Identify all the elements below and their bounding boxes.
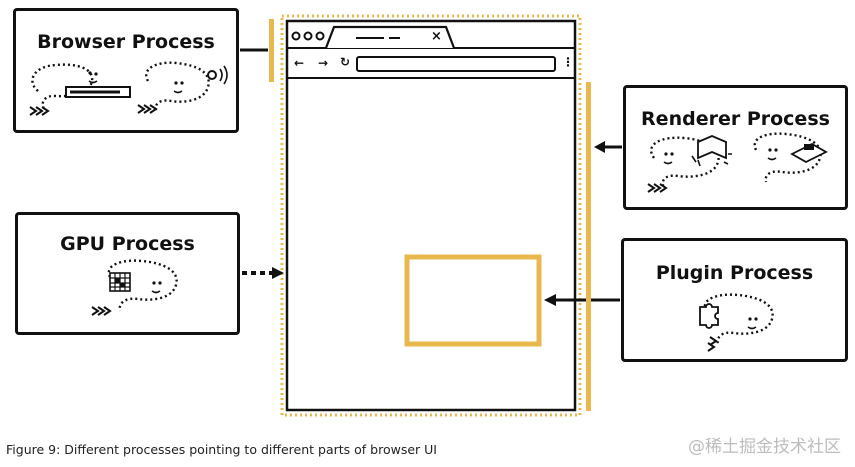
window-dot-1[interactable] [291, 31, 301, 41]
gpu-process-title: GPU Process [60, 233, 195, 255]
browser-ui-highlight-bar [269, 19, 274, 82]
window-dot-2[interactable] [303, 31, 313, 41]
plugin-process-box: Plugin Process [621, 238, 848, 362]
watermark: @稀土掘金技术社区 [688, 437, 841, 457]
arrow-renderer-head [594, 141, 605, 153]
browser-process-character-icon [29, 61, 228, 116]
renderer-process-title: Renderer Process [641, 108, 830, 130]
menu-kebab-icon[interactable]: ⋮ [562, 55, 574, 69]
browser-process-box: Browser Process [13, 8, 239, 133]
plugin-process-title: Plugin Process [655, 262, 814, 284]
browser-window-dotted-outline [280, 14, 582, 417]
address-bar[interactable] [356, 56, 556, 72]
gpu-process-box: GPU Process [15, 212, 240, 335]
back-arrow-icon[interactable]: ← [294, 56, 305, 70]
renderer-content-highlight-bar [586, 82, 591, 411]
forward-arrow-icon[interactable]: → [318, 56, 329, 70]
reload-icon[interactable]: ↻ [340, 55, 351, 69]
arrow-gpu-head [272, 267, 284, 279]
arrow-plugin-head [544, 294, 556, 306]
tab-close-icon[interactable]: × [431, 29, 442, 44]
browser-process-title: Browser Process [37, 31, 215, 53]
browser-window-frame [285, 19, 577, 412]
plugin-content-area [404, 254, 542, 347]
renderer-process-character-icon [647, 132, 828, 193]
plugin-process-character-icon [699, 293, 774, 352]
figure-caption: Figure 9: Different processes pointing t… [6, 442, 437, 457]
window-dot-3[interactable] [315, 31, 325, 41]
gpu-process-character-icon [91, 259, 178, 316]
renderer-process-box: Renderer Process [623, 85, 848, 210]
